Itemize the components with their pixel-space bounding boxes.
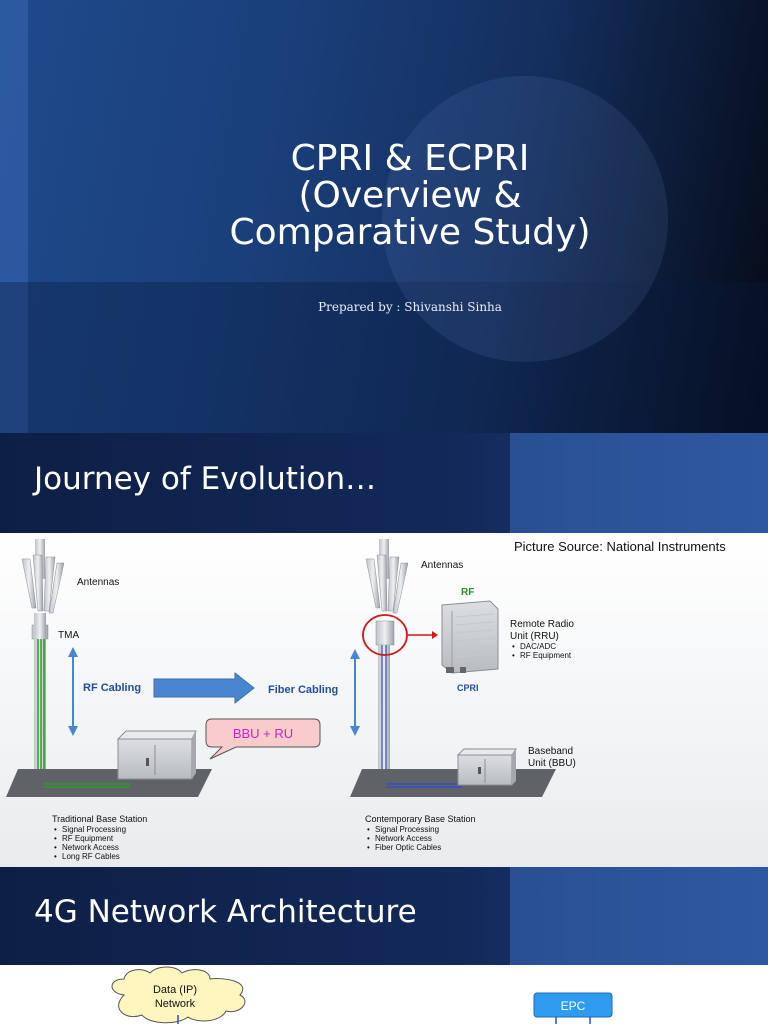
cloud-line-2: Network <box>155 998 196 1010</box>
svg-text:•: • <box>54 834 57 843</box>
bbu-ru-callout <box>205 718 321 760</box>
diagram-svg: Picture Source: National Instruments Ant… <box>6 539 726 861</box>
rru-unit <box>441 600 499 674</box>
svg-text:•: • <box>367 825 370 834</box>
svg-text:•: • <box>367 843 370 852</box>
bbu-label-1: Baseband <box>528 746 573 757</box>
data-network-cloud <box>111 966 246 1024</box>
svg-text:•: • <box>54 843 57 852</box>
bbu-label-2: Unit (BBU) <box>528 758 576 769</box>
callout-text: BBU + RU <box>233 726 293 741</box>
rru-bullet: DAC/ADC <box>520 642 556 651</box>
evolution-arrow <box>153 671 255 705</box>
architecture-slide: 4G Network Architecture Data (IP) Networ… <box>0 867 768 1024</box>
left-band <box>0 0 28 433</box>
right-bullets: • Signal Processing • Network Access • Fibe… <box>367 825 441 852</box>
right-bullet: Fiber Optic Cables <box>375 843 441 852</box>
rru-bullets: • DAC/ADC • RF Equipment <box>512 642 572 660</box>
left-height-arrow <box>68 647 78 736</box>
svg-text:•: • <box>512 642 515 651</box>
slide-header: 4G Network Architecture <box>0 867 768 965</box>
left-antennas-label: Antennas <box>77 577 119 588</box>
svg-text:•: • <box>54 825 57 834</box>
left-cabinet <box>116 730 197 780</box>
header-accent <box>510 433 768 533</box>
left-bullet: Signal Processing <box>62 825 126 834</box>
background-circle <box>382 76 668 362</box>
title-line-2: (Overview & <box>298 175 522 216</box>
fiber-cabling-label: Fiber Cabling <box>268 684 338 696</box>
tma-label: TMA <box>58 630 79 641</box>
right-bullet: Network Access <box>375 834 432 843</box>
slide-heading: 4G Network Architecture <box>34 894 417 930</box>
svg-text:•: • <box>367 834 370 843</box>
left-caption: Traditional Base Station <box>52 814 147 824</box>
cloud-line-1: Data (IP) <box>153 984 197 996</box>
picture-source: Picture Source: National Instruments <box>514 539 726 554</box>
author-line: Prepared by : Shivanshi Sinha <box>318 300 502 314</box>
bbu-cabinet <box>456 748 517 786</box>
right-caption: Contemporary Base Station <box>365 814 476 824</box>
epc-label: EPC <box>561 999 586 1013</box>
header-accent <box>510 867 768 965</box>
evolution-diagram: Picture Source: National Instruments Ant… <box>0 533 768 867</box>
rru-bullet: RF Equipment <box>520 651 572 660</box>
evolution-slide: Journey of Evolution… Picture Source: Na… <box>0 433 768 867</box>
rf-cabling-label: RF Cabling <box>83 682 141 694</box>
left-bullet: RF Equipment <box>62 834 114 843</box>
left-bullets: • Signal Processing • RF Equipment • Networ… <box>54 825 126 861</box>
right-bullet: Signal Processing <box>375 825 439 834</box>
svg-text:•: • <box>54 852 57 861</box>
rru-title-2: Unit (RRU) <box>510 631 559 642</box>
title-line-1: CPRI & ECPRI <box>290 138 530 179</box>
rru-title-1: Remote Radio <box>510 619 574 630</box>
slide-heading: Journey of Evolution… <box>34 461 377 497</box>
left-bullet: Long RF Cables <box>62 852 120 861</box>
svg-text:•: • <box>512 651 515 660</box>
cpri-label: CPRI <box>457 683 479 693</box>
title-line-3: Comparative Study) <box>229 212 591 253</box>
lower-band <box>0 282 768 433</box>
rf-label: RF <box>461 587 474 598</box>
rru-highlight-circle <box>362 614 408 656</box>
title-slide: CPRI & ECPRI (Overview & Comparative Stu… <box>0 0 768 433</box>
rru-pointer-head <box>432 631 438 639</box>
right-antennas-label: Antennas <box>421 560 463 571</box>
slide-title: CPRI & ECPRI (Overview & Comparative Stu… <box>140 140 680 251</box>
epc-box <box>533 992 613 1024</box>
left-bullet: Network Access <box>62 843 119 852</box>
architecture-diagram: Data (IP) Network EPC <box>111 966 613 1024</box>
right-height-arrow <box>350 649 360 736</box>
slide-header: Journey of Evolution… <box>0 433 768 533</box>
